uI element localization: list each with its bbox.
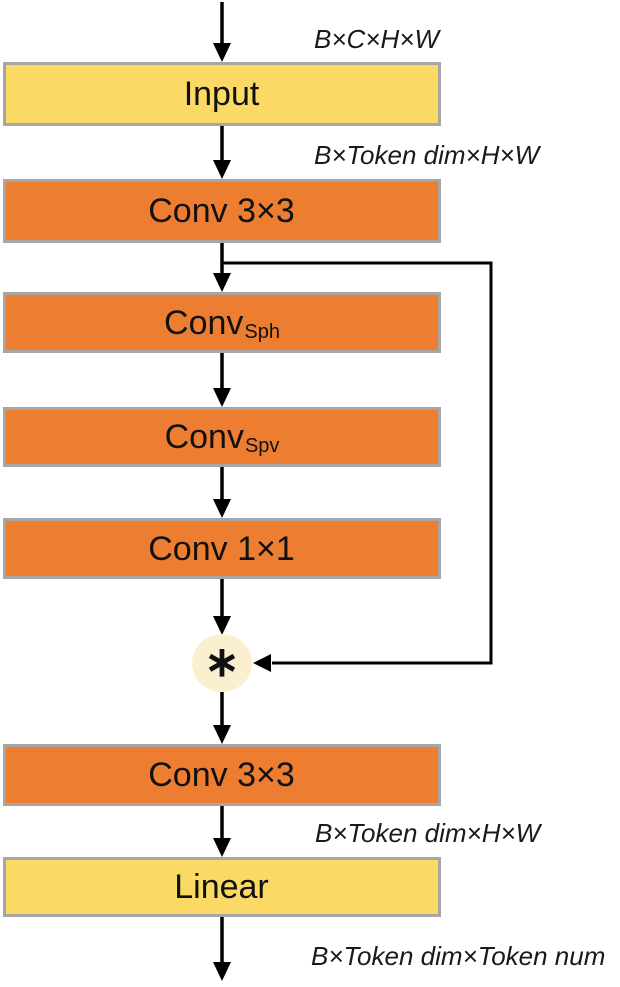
arrow-conv3x3-to-linear (213, 806, 231, 857)
tensor-shape-label-after-input: B×Token dim×H×W (314, 140, 540, 170)
arrow-linear-output (213, 917, 231, 981)
arrow-conv3x3-to-convsph (213, 243, 231, 292)
arrow-input-to-conv3x3 (213, 126, 231, 179)
arrow-conv1x1-to-operator (213, 579, 231, 635)
node-label: Conv 1×1 (148, 529, 295, 568)
arrow-convsph-to-convspv (213, 353, 231, 407)
skip-connection-arrow (222, 261, 493, 672)
node-conv3x3-first: Conv 3×3 (3, 179, 441, 243)
arrow-operator-to-conv3x3 (213, 692, 231, 744)
node-label: Conv (164, 418, 244, 456)
node-label: Conv 3×3 (148, 192, 295, 230)
asterisk-operator-icon: ∗ (204, 638, 240, 685)
node-label-subscript: Spv (244, 435, 280, 457)
node-conv1x1: Conv 1×1 (3, 518, 441, 579)
node-linear: Linear (3, 857, 441, 917)
node-label: Linear (174, 868, 269, 906)
node-label-subscript: Sph (244, 320, 280, 343)
arrow-into-input (213, 2, 231, 62)
arrow-convspv-to-conv1x1 (213, 467, 231, 518)
node-label: Conv 3×3 (148, 756, 295, 794)
node-input: Input (3, 62, 441, 126)
node-label: Conv (164, 303, 244, 342)
tensor-shape-label-before-linear: B×Token dim×H×W (315, 818, 541, 848)
tensor-shape-label-input: B×C×H×W (314, 24, 439, 54)
tensor-shape-label-output: B×Token dim×Token num (311, 941, 606, 971)
node-label: Input (183, 75, 260, 113)
convolution-operator-node: ∗ (192, 634, 252, 692)
node-conv3x3-second: Conv 3×3 (3, 744, 441, 806)
